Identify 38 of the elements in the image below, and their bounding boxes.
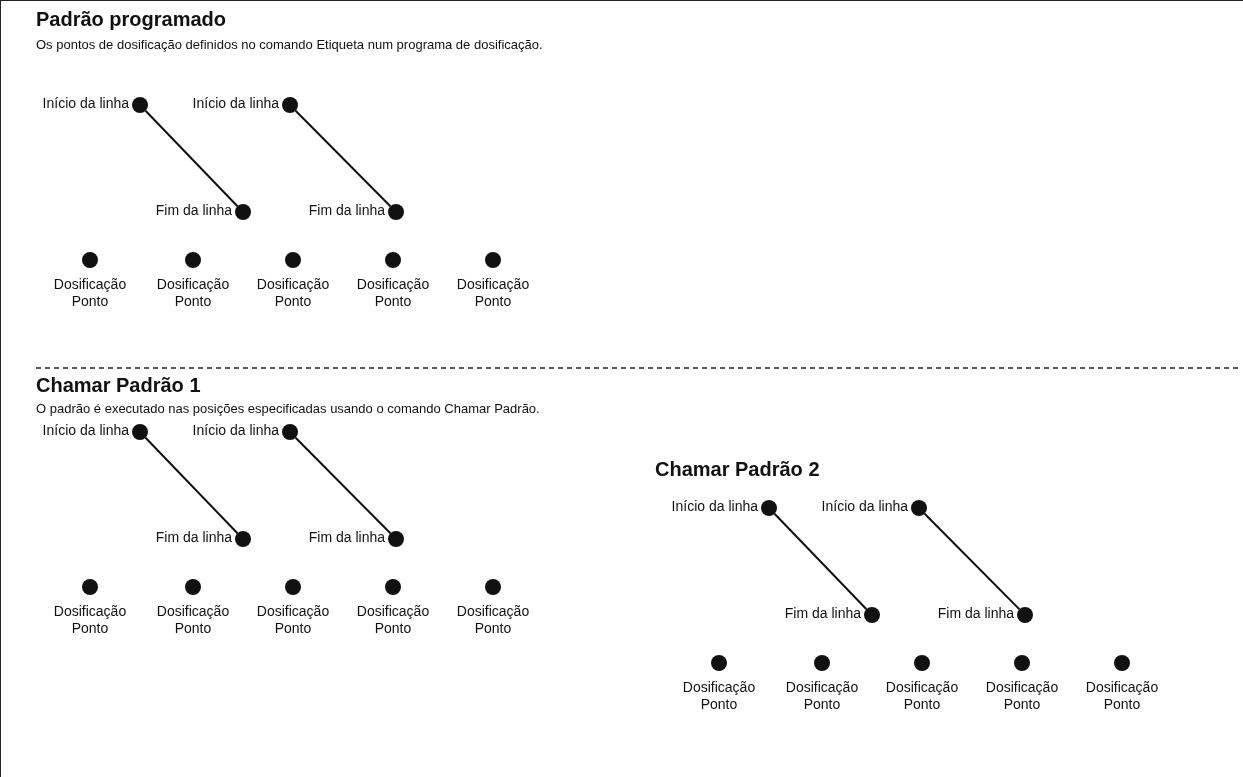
section-heading: Chamar Padrão 1 [36, 374, 201, 397]
point-label: Fim da linha [155, 529, 232, 546]
point-label: Dosificação Ponto [884, 679, 960, 713]
point-label: Dosificação Ponto [355, 603, 431, 637]
point-label: Fim da linha [784, 605, 861, 622]
point-label: Dosificação Ponto [984, 679, 1060, 713]
connector-line [294, 109, 392, 208]
point-label: Dosificação Ponto [455, 603, 531, 637]
point-label: Início da linha [42, 422, 129, 439]
point-label: Fim da linha [308, 529, 385, 546]
point-label: Dosificação Ponto [52, 603, 128, 637]
point-label: Dosificação Ponto [52, 276, 128, 310]
connector-line [294, 436, 392, 535]
point-label: Dosificação Ponto [784, 679, 860, 713]
point-label: Início da linha [671, 498, 758, 515]
point-label: Início da linha [192, 95, 279, 112]
point-label: Fim da linha [937, 605, 1014, 622]
point-label: Fim da linha [155, 202, 232, 219]
point-label: Dosificação Ponto [255, 603, 331, 637]
point-label: Dosificação Ponto [255, 276, 331, 310]
section-description: O padrão é executado nas posições especificadas usando o comando Chamar Padrão. [36, 401, 540, 416]
point-label: Início da linha [192, 422, 279, 439]
point-label: Dosificação Ponto [455, 276, 531, 310]
point-label: Dosificação Ponto [355, 276, 431, 310]
connector-line [144, 109, 239, 208]
connector-line [144, 436, 239, 535]
point-label: Dosificação Ponto [681, 679, 757, 713]
point-label: Dosificação Ponto [155, 603, 231, 637]
point-label: Início da linha [821, 498, 908, 515]
section-description: Os pontos de dosificação definidos no comando Etiqueta num programa de dosificação. [36, 37, 543, 52]
point-label: Início da linha [42, 95, 129, 112]
connector-line [773, 512, 868, 611]
point-label: Dosificação Ponto [155, 276, 231, 310]
section-heading: Chamar Padrão 2 [655, 458, 820, 481]
connector-line [923, 512, 1021, 611]
point-label: Fim da linha [308, 202, 385, 219]
point-label: Dosificação Ponto [1084, 679, 1160, 713]
section-heading: Padrão programado [36, 8, 227, 31]
